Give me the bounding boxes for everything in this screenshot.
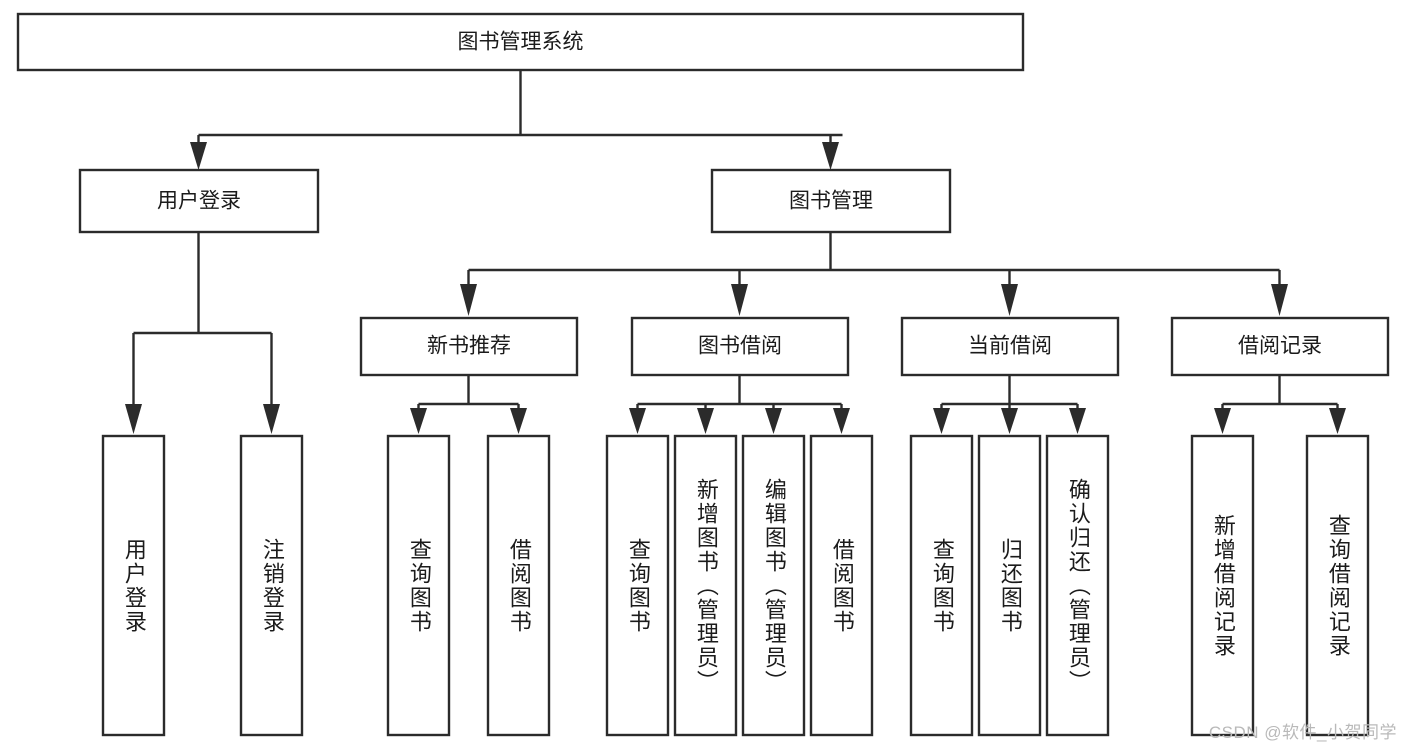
arrow-head-cb-leaf-3 (1069, 408, 1086, 434)
leaf-label-user-login: 用户登录 (121, 537, 147, 634)
node-new-book-recommend[interactable] (359, 316, 579, 377)
arrow-head-cb-leaf-1 (933, 408, 950, 434)
node-leaf-cb-return-book[interactable] (977, 434, 1042, 737)
node-book-manage[interactable] (710, 168, 952, 234)
arrow-head-leaf-user-login (125, 404, 142, 434)
leaf-label-logout: 注销登录 (259, 537, 285, 634)
node-borrow-record[interactable] (1170, 316, 1390, 377)
arrow-head-book-borrow (731, 284, 748, 316)
leaf-label-bb-edit-book: 编辑图书（管理员） (761, 477, 787, 694)
node-layer: 图书管理系统 用户登录 图书管理 新书推荐 图书借阅 当前借阅 借阅记录 (16, 12, 1390, 737)
node-leaf-bb-borrow-book[interactable] (809, 434, 874, 737)
leaf-label-cb-confirm-return: 确认归还（管理员） (1065, 477, 1091, 694)
leaf-label-nb-borrow-book: 借阅图书 (506, 537, 532, 634)
leaf-label-wrap-bb-add-book: 新增图书（管理员） (675, 436, 736, 735)
arrow-head-nb-leaf-2 (510, 408, 527, 434)
arrow-head-book-manage (822, 142, 839, 170)
node-leaf-cb-confirm-return[interactable] (1045, 434, 1110, 737)
connector-layer (125, 70, 1346, 434)
node-current-borrow-label: 当前借阅 (968, 335, 1052, 358)
leaf-label-wrap-nb-borrow-book: 借阅图书 (488, 436, 549, 735)
node-leaf-bb-add-book[interactable] (673, 434, 738, 737)
node-leaf-bb-query-book[interactable] (605, 434, 670, 737)
node-book-borrow[interactable] (630, 316, 850, 377)
leaf-label-bb-query-book: 查询图书 (625, 537, 651, 634)
node-leaf-bb-edit-book[interactable] (741, 434, 806, 737)
arrow-head-new-book (460, 284, 477, 316)
arrow-head-br-leaf-1 (1214, 408, 1231, 434)
node-root-label: 图书管理系统 (458, 31, 584, 54)
node-leaf-nb-query-book[interactable] (386, 434, 451, 737)
node-root[interactable] (16, 12, 1025, 72)
arrow-head-nb-leaf-1 (410, 408, 427, 434)
leaf-label-nb-query-book: 查询图书 (406, 537, 432, 634)
arrow-head-cb-leaf-2 (1001, 408, 1018, 434)
node-book-borrow-label: 图书借阅 (698, 335, 782, 358)
leaf-label-br-query-record: 查询借阅记录 (1325, 513, 1351, 658)
arrow-head-bb-leaf-1 (629, 408, 646, 434)
leaf-label-wrap-cb-query-book: 查询图书 (911, 436, 972, 735)
leaf-label-wrap-br-add-record: 新增借阅记录 (1192, 436, 1253, 735)
node-leaf-logout[interactable] (239, 434, 304, 737)
arrow-head-user-login (190, 142, 207, 170)
leaf-label-wrap-bb-borrow-book: 借阅图书 (811, 436, 872, 735)
node-borrow-record-label: 借阅记录 (1238, 335, 1322, 358)
node-leaf-br-add-record[interactable] (1190, 434, 1255, 737)
leaf-label-wrap-br-query-record: 查询借阅记录 (1307, 436, 1368, 735)
leaf-label-wrap-nb-query-book: 查询图书 (388, 436, 449, 735)
leaf-label-wrap-cb-return-book: 归还图书 (979, 436, 1040, 735)
node-leaf-nb-borrow-book[interactable] (486, 434, 551, 737)
leaf-label-bb-borrow-book: 借阅图书 (829, 537, 855, 634)
node-leaf-user-login[interactable] (101, 434, 166, 737)
leaf-label-br-add-record: 新增借阅记录 (1210, 513, 1236, 658)
leaf-label-cb-query-book: 查询图书 (929, 537, 955, 634)
leaf-label-wrap-logout: 注销登录 (241, 436, 302, 735)
arrow-head-bb-leaf-4 (833, 408, 850, 434)
node-user-login-label: 用户登录 (157, 190, 241, 213)
arrow-head-bb-leaf-3 (765, 408, 782, 434)
leaf-label-wrap-bb-edit-book: 编辑图书（管理员） (743, 436, 804, 735)
leaf-label-wrap-bb-query-book: 查询图书 (607, 436, 668, 735)
node-leaf-br-query-record[interactable] (1305, 434, 1370, 737)
arrow-head-current-borrow (1001, 284, 1018, 316)
node-book-manage-label: 图书管理 (789, 190, 873, 213)
watermark-text: CSDN @软件_小贺同学 (1208, 723, 1397, 742)
leaf-label-wrap-user-login: 用户登录 (103, 436, 164, 735)
arrow-head-br-leaf-2 (1329, 408, 1346, 434)
leaf-label-bb-add-book: 新增图书（管理员） (693, 477, 719, 694)
arrow-head-bb-leaf-2 (697, 408, 714, 434)
node-leaf-cb-query-book[interactable] (909, 434, 974, 737)
leaf-label-wrap-cb-confirm-return: 确认归还（管理员） (1047, 436, 1108, 735)
arrow-head-borrow-record (1271, 284, 1288, 316)
arrow-head-leaf-logout (263, 404, 280, 434)
node-new-book-recommend-label: 新书推荐 (427, 335, 511, 358)
node-current-borrow[interactable] (900, 316, 1120, 377)
node-user-login[interactable] (78, 168, 320, 234)
leaf-label-cb-return-book: 归还图书 (997, 537, 1023, 634)
